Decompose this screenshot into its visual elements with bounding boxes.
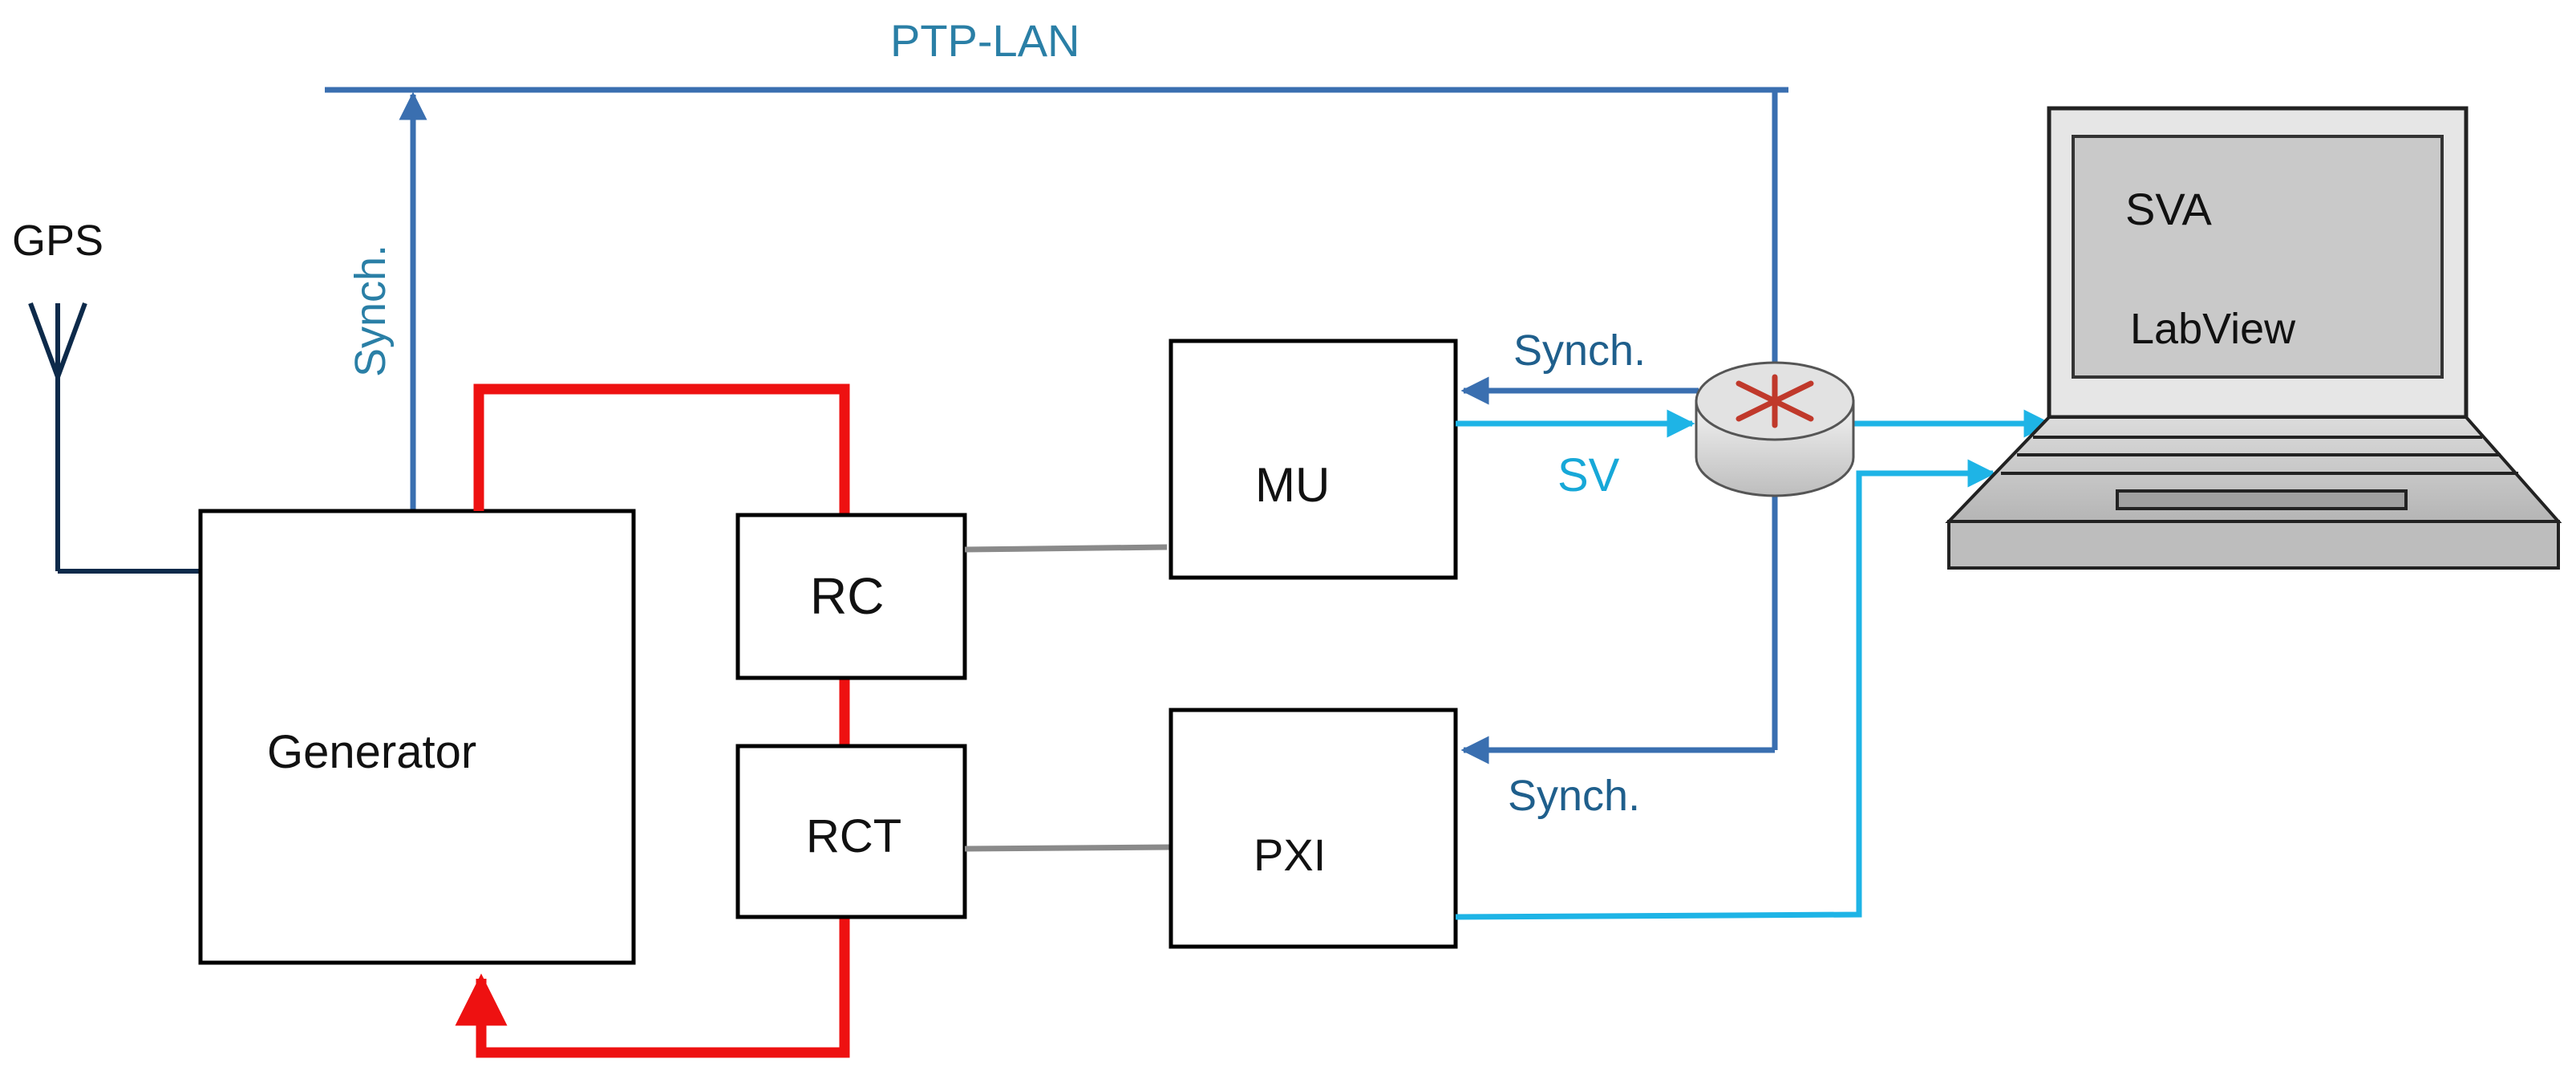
power-loop-top bbox=[473, 383, 850, 515]
labview-label: LabView bbox=[2130, 305, 2296, 353]
network-switch-icon bbox=[1695, 361, 1855, 497]
generator-box bbox=[198, 509, 636, 965]
mu-synch-label: Synch. bbox=[1513, 327, 1646, 375]
sva-label: SVA bbox=[2125, 184, 2213, 234]
rct-label: RCT bbox=[806, 810, 901, 862]
sv-label: SV bbox=[1557, 449, 1620, 501]
mu-label: MU bbox=[1255, 458, 1330, 512]
generator-label: Generator bbox=[267, 726, 476, 778]
rct-pxi-link bbox=[964, 844, 1172, 852]
gps-label: GPS bbox=[12, 217, 103, 265]
power-loop-return bbox=[455, 917, 850, 1058]
ptp-lan-label: PTP-LAN bbox=[890, 15, 1080, 66]
rct-box bbox=[735, 744, 967, 919]
pxi-synch-label: Synch. bbox=[1508, 772, 1640, 820]
generator-synch-label: Synch. bbox=[346, 245, 395, 377]
pxi-box bbox=[1169, 708, 1458, 949]
rc-label: RC bbox=[810, 567, 884, 625]
rc-mu-link bbox=[964, 544, 1168, 553]
gps-antenna-icon bbox=[28, 302, 199, 574]
rc-box bbox=[735, 513, 967, 680]
pxi-label: PXI bbox=[1254, 830, 1326, 880]
laptop-icon bbox=[1945, 106, 2562, 570]
pxi-data-line bbox=[1455, 459, 1996, 920]
mu-box bbox=[1169, 339, 1458, 580]
